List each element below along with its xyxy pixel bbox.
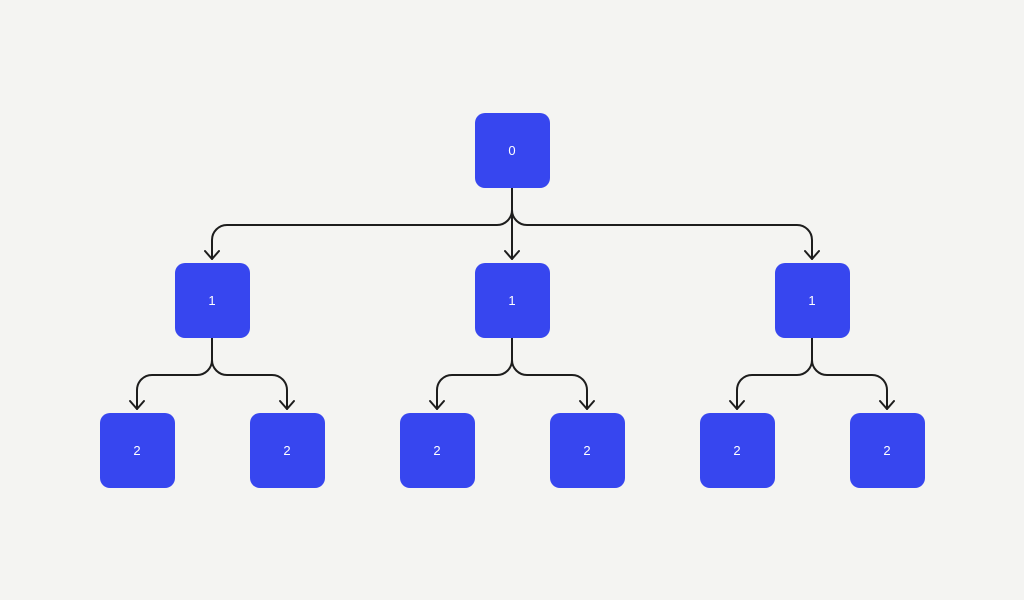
tree-node-label: 2 [883, 442, 891, 458]
tree-node-level-2: 2 [549, 412, 625, 488]
edge-arrowhead-icon [279, 400, 295, 410]
tree-node-label: 2 [583, 442, 591, 458]
edge-connector [511, 336, 588, 410]
edge-connector [736, 336, 813, 410]
edge-arrowhead-icon [804, 250, 820, 260]
tree-node-level-1: 1 [474, 262, 550, 338]
edge-arrowhead-icon [879, 400, 895, 410]
edge-arrowhead-icon [579, 400, 595, 410]
tree-node-label: 2 [733, 442, 741, 458]
tree-node-label: 1 [508, 292, 516, 308]
tree-node-label: 2 [133, 442, 141, 458]
tree-node-label: 1 [208, 292, 216, 308]
edge-connector [811, 336, 888, 410]
tree-node-level-2: 2 [399, 412, 475, 488]
edge-arrowhead-icon [504, 250, 520, 260]
edge-connector [136, 336, 213, 410]
tree-node-level-2: 2 [849, 412, 925, 488]
tree-node-level-2: 2 [699, 412, 775, 488]
tree-node-level-0: 0 [474, 112, 550, 188]
edge-connector [511, 186, 813, 260]
edge-connector [211, 336, 288, 410]
tree-node-label: 1 [808, 292, 816, 308]
edge-arrowhead-icon [429, 400, 445, 410]
edge-arrowhead-icon [204, 250, 220, 260]
tree-node-level-1: 1 [174, 262, 250, 338]
tree-node-label: 0 [508, 142, 516, 158]
tree-node-label: 2 [283, 442, 291, 458]
edge-connector [436, 336, 513, 410]
tree-node-level-2: 2 [99, 412, 175, 488]
tree-node-level-2: 2 [249, 412, 325, 488]
edge-arrowhead-icon [729, 400, 745, 410]
edge-arrowhead-icon [129, 400, 145, 410]
tree-node-label: 2 [433, 442, 441, 458]
tree-node-level-1: 1 [774, 262, 850, 338]
